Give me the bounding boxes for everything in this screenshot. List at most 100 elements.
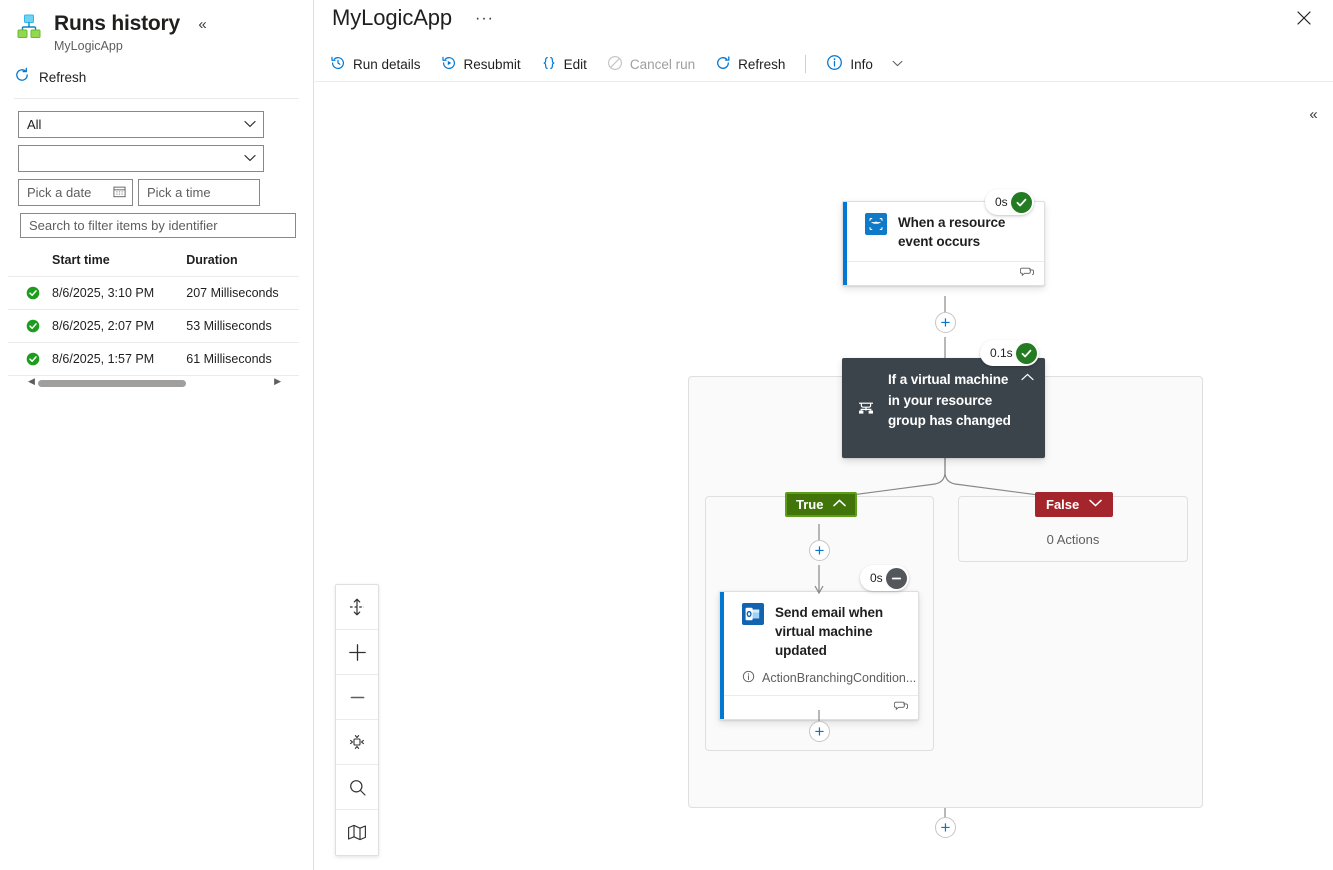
- table-row[interactable]: 8/6/2025, 1:57 PM 61 Milliseconds: [8, 342, 299, 375]
- scroll-left-arrow[interactable]: ◀: [28, 376, 35, 386]
- chevron-double-left-icon[interactable]: «: [1309, 105, 1317, 123]
- status-filter-dropdown[interactable]: All: [18, 111, 264, 138]
- refresh-label: Refresh: [738, 56, 786, 72]
- false-branch-text: False: [1046, 497, 1080, 512]
- close-icon[interactable]: [1293, 7, 1315, 29]
- add-action-button[interactable]: +: [809, 721, 830, 742]
- trigger-node-footer: [843, 261, 1044, 285]
- add-action-button[interactable]: +: [809, 540, 830, 561]
- add-action-button[interactable]: +: [935, 312, 956, 333]
- add-action-button[interactable]: +: [935, 817, 956, 838]
- trigger-duration-label: 0s: [995, 195, 1008, 209]
- info-label: Info: [850, 56, 873, 72]
- scrollbar-thumb[interactable]: [38, 380, 186, 387]
- status-filter-value: All: [27, 117, 42, 132]
- table-horizontal-scrollbar[interactable]: ◀ ▶: [8, 375, 299, 388]
- trigger-status-badge: 0s: [985, 189, 1034, 215]
- edit-button[interactable]: Edit: [532, 50, 596, 79]
- true-branch-label[interactable]: True: [785, 492, 858, 517]
- comment-icon[interactable]: [1019, 265, 1034, 283]
- zoom-out-button[interactable]: [336, 675, 378, 720]
- search-input[interactable]: Search to filter items by identifier: [20, 213, 296, 238]
- page-title: Runs history: [54, 12, 180, 35]
- runs-table: Start time Duration: [0, 253, 313, 375]
- date-picker-input[interactable]: Pick a date: [18, 179, 133, 206]
- table-row[interactable]: 8/6/2025, 2:07 PM 53 Milliseconds: [8, 309, 299, 343]
- email-action-title: Send email when virtual machine updated: [775, 605, 884, 658]
- filters-section: All Pick a date: [0, 99, 313, 238]
- info-button[interactable]: Info: [817, 49, 882, 79]
- chevron-up-icon[interactable]: [1021, 372, 1034, 384]
- false-branch-empty-text: 0 Actions: [1046, 532, 1100, 547]
- status-succeeded-icon: [26, 319, 40, 333]
- table-row[interactable]: 8/6/2025, 3:10 PM 207 Milliseconds: [8, 276, 299, 310]
- column-header-duration[interactable]: Duration: [186, 253, 238, 267]
- status-succeeded-icon: [1015, 342, 1037, 364]
- toolbar-bottom-rule: [315, 81, 1333, 82]
- trigger-node[interactable]: When a resource event occurs: [842, 201, 1045, 286]
- logic-app-icon: [14, 12, 44, 42]
- condition-node-title: If a virtual machine in your resource gr…: [888, 372, 1011, 428]
- run-details-button[interactable]: Run details: [321, 50, 430, 79]
- resubmit-button[interactable]: Resubmit: [432, 50, 530, 79]
- workflow-edges: [814, 296, 1072, 818]
- info-icon: [826, 54, 843, 74]
- secondary-filter-dropdown[interactable]: [18, 145, 264, 172]
- start-time-value: 8/6/2025, 3:10 PM: [52, 286, 155, 300]
- code-braces-icon: [541, 55, 557, 74]
- comment-icon[interactable]: [893, 699, 908, 717]
- event-grid-icon: [865, 213, 887, 235]
- email-action-duration-label: 0s: [870, 571, 883, 585]
- node-accent-bar: [720, 592, 724, 719]
- resubmit-label: Resubmit: [463, 56, 521, 72]
- scroll-right-arrow[interactable]: ▶: [274, 376, 281, 386]
- table-header-row: Start time Duration: [8, 253, 299, 277]
- more-options-button[interactable]: ···: [475, 10, 494, 27]
- zoom-in-button[interactable]: [336, 630, 378, 675]
- cancel-run-label: Cancel run: [629, 56, 696, 72]
- date-time-filter-row: Pick a date Pick a time: [18, 179, 295, 206]
- status-succeeded-icon: [26, 286, 40, 300]
- canvas-controls: [335, 584, 379, 856]
- chevron-down-icon: [244, 153, 256, 165]
- start-time-value: 8/6/2025, 1:57 PM: [52, 352, 155, 366]
- sidebar-divider: [14, 98, 299, 99]
- search-button[interactable]: [336, 765, 378, 810]
- status-succeeded-icon: [1010, 191, 1032, 213]
- condition-status-badge: 0.1s: [980, 340, 1039, 366]
- calendar-icon: [113, 185, 126, 201]
- trigger-node-body: When a resource event occurs: [843, 202, 1044, 261]
- minimap-button[interactable]: [336, 810, 378, 855]
- run-detail-panel: MyLogicApp ··· Run details: [315, 0, 1333, 870]
- status-succeeded-icon: [26, 352, 40, 366]
- node-accent-bar: [843, 202, 847, 285]
- cell-start-time: 8/6/2025, 3:10 PM: [8, 276, 187, 310]
- chevron-up-icon: [833, 499, 847, 510]
- recenter-button[interactable]: [336, 720, 378, 765]
- refresh-button[interactable]: Refresh: [706, 50, 794, 79]
- runs-history-panel: Runs history « MyLogicApp Refresh All: [0, 0, 314, 870]
- time-picker-input[interactable]: Pick a time: [138, 179, 260, 206]
- resubmit-icon: [441, 55, 457, 74]
- info-chevron-down-icon[interactable]: [892, 59, 903, 70]
- condition-icon: [856, 398, 876, 423]
- false-branch-label[interactable]: False: [1035, 492, 1114, 517]
- cell-duration: 61 Milliseconds: [186, 342, 299, 375]
- run-details-label: Run details: [353, 56, 421, 72]
- cell-start-time: 8/6/2025, 1:57 PM: [8, 342, 187, 375]
- email-action-node[interactable]: Send email when virtual machine updated …: [719, 591, 919, 720]
- time-picker-placeholder: Pick a time: [147, 185, 211, 200]
- sidebar-refresh-button[interactable]: Refresh: [0, 67, 313, 98]
- trigger-node-title: When a resource event occurs: [898, 215, 1006, 249]
- email-action-status-badge: 0s: [860, 565, 909, 591]
- fit-to-screen-button[interactable]: [336, 585, 378, 630]
- column-header-start-time[interactable]: Start time: [52, 253, 110, 267]
- workflow-canvas[interactable]: «: [315, 94, 1333, 870]
- status-skipped-icon: [885, 567, 907, 589]
- sidebar-header: Runs history « MyLogicApp: [0, 0, 313, 53]
- condition-node[interactable]: If a virtual machine in your resource gr…: [842, 358, 1045, 458]
- chevron-double-left-icon[interactable]: «: [198, 15, 206, 33]
- cancel-run-button: Cancel run: [598, 50, 704, 79]
- history-clock-icon: [330, 55, 346, 74]
- cell-duration: 53 Milliseconds: [186, 309, 299, 343]
